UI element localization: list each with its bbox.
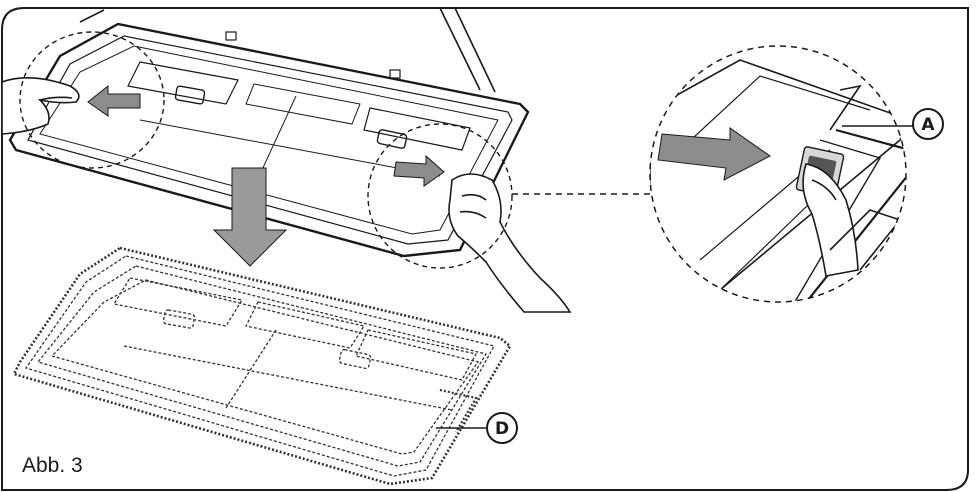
panel-outline	[12, 246, 512, 486]
outer-frame	[1, 7, 969, 491]
detail-circle-right	[367, 123, 513, 269]
callout-a-letter: A	[921, 115, 935, 135]
zoom-circle-outline	[649, 45, 907, 303]
zoom-detail	[649, 45, 907, 303]
callout-d: D	[436, 412, 518, 444]
hood-panel	[8, 7, 530, 258]
figure-label: Abb. 3	[22, 454, 83, 477]
detail-circle-left	[19, 31, 165, 169]
slide-arrow-right	[393, 154, 445, 187]
callout-d-letter: D	[495, 419, 509, 439]
callout-a: A	[842, 108, 944, 140]
down-arrow	[212, 167, 288, 267]
right-hand	[448, 173, 572, 313]
slide-arrow-left	[87, 84, 141, 117]
left-hand	[1, 77, 80, 135]
